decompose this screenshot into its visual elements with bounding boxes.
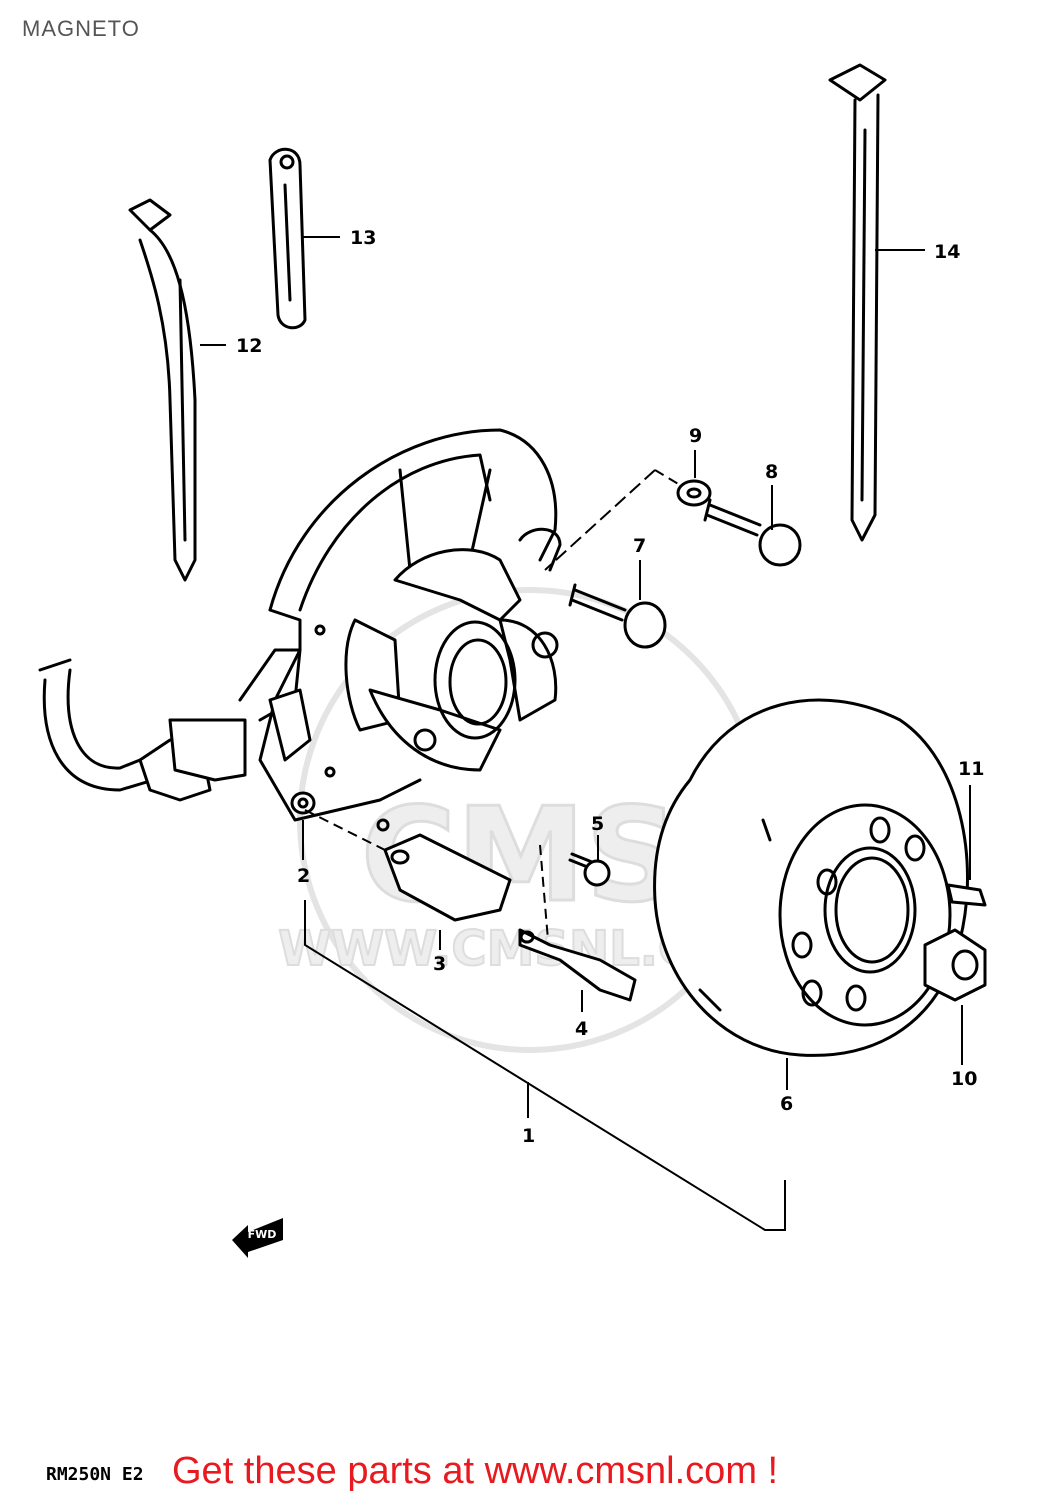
stator-coils [344, 527, 562, 772]
part-8-bolt [703, 498, 802, 567]
part-4-bracket [518, 928, 637, 1002]
callout-2: 2 [297, 865, 310, 887]
callout-8: 8 [765, 461, 778, 483]
callout-1: 1 [522, 1125, 535, 1147]
part-14-cable-tie [828, 63, 887, 542]
part-7-bolt [568, 583, 667, 649]
callout-6: 6 [780, 1093, 793, 1115]
model-code: RM250N E2 [46, 1464, 144, 1485]
part-9-washer [676, 479, 712, 507]
callout-10: 10 [951, 1068, 977, 1090]
fwd-arrow: FWD [232, 1218, 283, 1258]
wire-harness [38, 648, 312, 802]
part-12-cable-tie [128, 198, 197, 582]
fwd-arrow-label: FWD [248, 1228, 277, 1241]
part-1-stator-plate [258, 428, 558, 832]
callout-3: 3 [433, 953, 446, 975]
page-title: MAGNETO [22, 16, 140, 41]
part-3-pickup-coil [383, 833, 512, 922]
part-6-flywheel-rotor [653, 698, 969, 1057]
callout-7: 7 [633, 535, 646, 557]
callout-11: 11 [958, 758, 984, 780]
magneto-exploded-diagram: CMS WWW.CMSNL.COM [38, 63, 987, 1258]
part-10-nut [923, 928, 987, 1002]
callout-13: 13 [350, 227, 376, 249]
promo-link[interactable]: Get these parts at www.cmsnl.com ! [172, 1450, 778, 1493]
callout-14: 14 [934, 241, 960, 263]
promo-link-text[interactable]: Get these parts at www.cmsnl.com ! [172, 1450, 779, 1492]
part-13-clamp [268, 147, 307, 330]
callout-4: 4 [575, 1018, 588, 1040]
part-11-key [946, 883, 987, 907]
callout-labels: 1 2 3 4 5 6 7 8 9 10 11 12 13 14 [236, 227, 984, 1147]
part-2-grommet [290, 791, 316, 815]
watermark-brand: CMS [361, 779, 679, 931]
part-5-screw [568, 852, 611, 887]
callout-5: 5 [591, 813, 604, 835]
callout-9: 9 [689, 425, 702, 447]
callout-12: 12 [236, 335, 262, 357]
leader-lines [200, 236, 971, 1231]
